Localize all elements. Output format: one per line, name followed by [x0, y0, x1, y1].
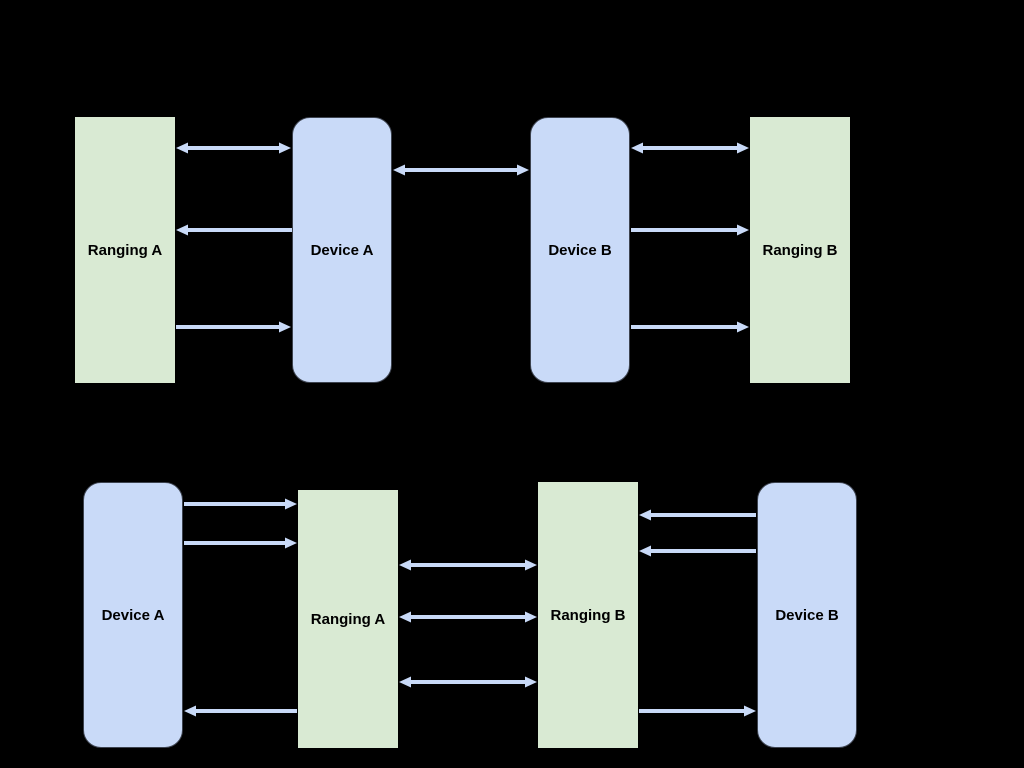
node-device-a-top: Device A: [292, 117, 392, 383]
node-ranging-b-bottom-label: Ranging B: [550, 606, 626, 624]
arrow-bottom-ranging-b-to-device-b: [639, 705, 756, 717]
node-ranging-a-top-label: Ranging A: [87, 241, 163, 259]
arrow-top-ranging-a-to-device-a: [176, 321, 291, 333]
node-device-a-top-label: Device A: [310, 241, 374, 259]
node-device-a-bottom: Device A: [83, 482, 183, 748]
node-ranging-a-bottom: Ranging A: [298, 490, 398, 748]
arrow-bottom-ranging-a-ranging-b-3: [399, 676, 537, 688]
node-device-b-top-label: Device B: [548, 241, 612, 259]
node-ranging-a-bottom-label: Ranging A: [310, 610, 386, 628]
node-ranging-a-top: Ranging A: [75, 117, 175, 383]
arrow-bottom-ranging-a-to-device-a: [184, 705, 297, 717]
node-device-b-bottom: Device B: [757, 482, 857, 748]
arrow-top-device-a-to-ranging-a: [176, 224, 292, 236]
arrow-bottom-ranging-a-ranging-b-1: [399, 559, 537, 571]
node-ranging-b-top: Ranging B: [750, 117, 850, 383]
node-ranging-b-top-label: Ranging B: [762, 241, 838, 259]
arrow-bottom-ranging-a-ranging-b-2: [399, 611, 537, 623]
arrow-bottom-device-b-to-ranging-b-1: [639, 509, 756, 521]
arrow-top-device-b-to-ranging-b-1: [631, 224, 749, 236]
arrow-bottom-device-a-to-ranging-a-1: [184, 498, 297, 510]
arrow-top-ranging-a-device-a-bidir: [176, 142, 291, 154]
arrow-top-device-b-ranging-b-bidir: [631, 142, 749, 154]
node-ranging-b-bottom: Ranging B: [538, 482, 638, 748]
node-device-b-top: Device B: [530, 117, 630, 383]
arrow-bottom-device-b-to-ranging-b-2: [639, 545, 756, 557]
node-device-b-bottom-label: Device B: [775, 606, 839, 624]
arrow-top-device-b-to-ranging-b-2: [631, 321, 749, 333]
arrow-bottom-device-a-to-ranging-a-2: [184, 537, 297, 549]
node-device-a-bottom-label: Device A: [101, 606, 165, 624]
arrow-top-device-a-device-b-bidir: [393, 164, 529, 176]
